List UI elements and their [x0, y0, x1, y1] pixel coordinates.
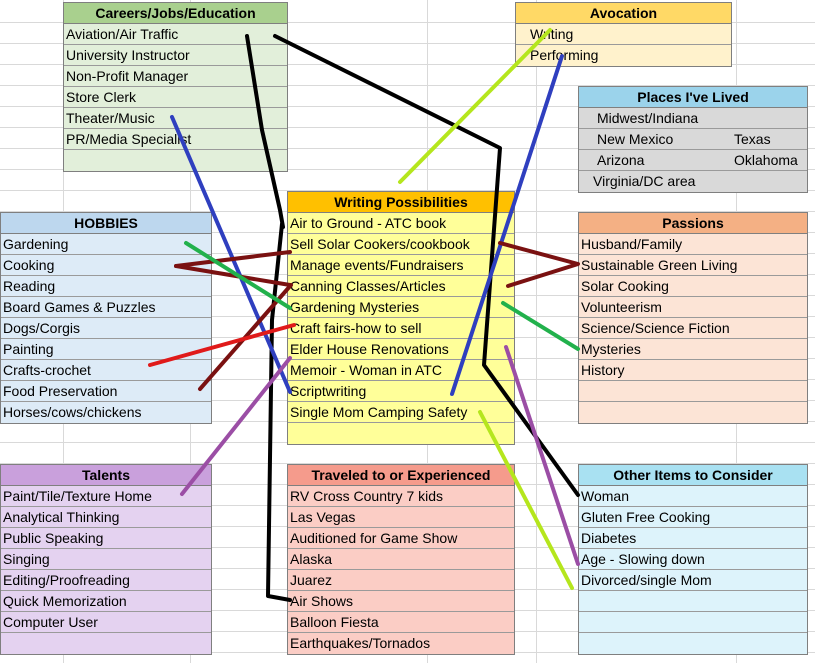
place-cell: New Mexico — [597, 131, 674, 147]
place-cell: Midwest/Indiana — [597, 110, 699, 126]
list-item[interactable]: Las Vegas — [288, 507, 514, 528]
list-item[interactable]: Gardening — [1, 234, 211, 255]
list-item[interactable]: Alaska — [288, 549, 514, 570]
list-item[interactable]: History — [579, 360, 807, 381]
list-item[interactable] — [579, 402, 807, 423]
list-item[interactable]: Mysteries — [579, 339, 807, 360]
list-item[interactable]: Writing — [516, 24, 731, 45]
list-item[interactable]: Gluten Free Cooking — [579, 507, 807, 528]
list-item[interactable]: Diabetes — [579, 528, 807, 549]
list-item[interactable]: Paint/Tile/Texture Home — [1, 486, 211, 507]
list-item[interactable]: Manage events/Fundraisers — [288, 255, 514, 276]
places-row[interactable]: New Mexico Texas — [579, 129, 807, 150]
list-item[interactable]: Balloon Fiesta — [288, 612, 514, 633]
list-item[interactable] — [579, 381, 807, 402]
hobbies-header[interactable]: HOBBIES — [1, 213, 211, 234]
list-item[interactable]: Earthquakes/Tornados — [290, 635, 431, 651]
list-item[interactable]: Craft fairs-how to sell — [288, 318, 514, 339]
careers-box: Careers/Jobs/Education Aviation/Air Traf… — [63, 2, 288, 172]
list-item[interactable]: Reading — [1, 276, 211, 297]
list-item[interactable]: Quick Memorization — [1, 591, 211, 612]
places-header[interactable]: Places I've Lived — [579, 87, 807, 108]
writing-possibilities-box: Writing Possibilities Air to Ground - AT… — [287, 191, 515, 445]
list-item[interactable]: Elder House Renovations — [288, 339, 514, 360]
list-item[interactable]: RV Cross Country 7 kids — [288, 486, 514, 507]
traveled-box: Traveled to or Experienced RV Cross Coun… — [287, 464, 515, 655]
list-item[interactable]: Auditioned for Game Show — [288, 528, 514, 549]
list-item[interactable] — [64, 150, 287, 171]
list-item[interactable]: Store Clerk — [64, 87, 287, 108]
list-item[interactable]: PR/Media Specialist — [64, 129, 287, 150]
list-item[interactable]: Scriptwriting — [288, 381, 514, 402]
list-item[interactable]: Single Mom Camping Safety — [288, 402, 514, 423]
list-item[interactable]: University Instructor — [64, 45, 287, 66]
list-item[interactable]: Editing/Proofreading — [1, 570, 211, 591]
list-item[interactable]: Juarez — [288, 570, 514, 591]
list-item[interactable]: Cooking — [1, 255, 211, 276]
places-row[interactable]: Virginia/DC area — [579, 171, 807, 192]
list-item[interactable]: Analytical Thinking — [1, 507, 211, 528]
list-item[interactable]: Canning Classes/Articles — [288, 276, 514, 297]
list-item[interactable] — [1, 633, 211, 654]
list-item[interactable]: Divorced/single Mom — [579, 570, 807, 591]
list-item[interactable]: Woman — [579, 486, 807, 507]
list-item[interactable]: Memoir - Woman in ATC — [288, 360, 514, 381]
list-item[interactable]: Computer User — [1, 612, 211, 633]
list-item[interactable] — [579, 633, 807, 654]
avocation-header[interactable]: Avocation — [516, 3, 731, 24]
list-item[interactable]: Science/Science Fiction — [579, 318, 807, 339]
list-item[interactable]: Board Games & Puzzles — [1, 297, 211, 318]
list-item[interactable] — [579, 612, 807, 633]
traveled-header[interactable]: Traveled to or Experienced — [288, 465, 514, 486]
other-header[interactable]: Other Items to Consider — [579, 465, 807, 486]
list-item[interactable]: Sell Solar Cookers/cookbook — [288, 234, 514, 255]
list-item[interactable]: Singing — [1, 549, 211, 570]
places-row[interactable]: Midwest/Indiana — [579, 108, 807, 129]
list-item[interactable]: Dogs/Corgis — [1, 318, 211, 339]
list-item[interactable]: Solar Cooking — [579, 276, 807, 297]
places-row[interactable]: Arizona Oklahoma — [579, 150, 807, 171]
list-item[interactable]: Air Shows — [288, 591, 514, 612]
list-item[interactable]: Aviation/Air Traffic — [64, 24, 287, 45]
place-cell: Oklahoma — [734, 152, 798, 168]
list-item[interactable]: Gardening Mysteries — [288, 297, 514, 318]
list-item[interactable]: Air to Ground - ATC book — [288, 213, 514, 234]
list-item[interactable]: Performing — [530, 47, 599, 63]
list-item[interactable]: Theater/Music — [64, 108, 287, 129]
careers-header[interactable]: Careers/Jobs/Education — [64, 3, 287, 24]
list-item[interactable]: Painting — [1, 339, 211, 360]
list-item[interactable]: Husband/Family — [579, 234, 807, 255]
list-item[interactable]: Sustainable Green Living — [579, 255, 807, 276]
place-cell: Virginia/DC area — [593, 173, 696, 189]
place-cell: Texas — [734, 131, 771, 147]
passions-header[interactable]: Passions — [579, 213, 807, 234]
list-item[interactable]: Volunteerism — [579, 297, 807, 318]
writing-header[interactable]: Writing Possibilities — [288, 192, 514, 213]
talents-header[interactable]: Talents — [1, 465, 211, 486]
list-item[interactable]: Age - Slowing down — [579, 549, 807, 570]
places-list: Midwest/Indiana New Mexico Texas Arizona O… — [579, 108, 807, 192]
places-box: Places I've Lived Midwest/Indiana New Me… — [578, 86, 808, 193]
list-item[interactable]: Public Speaking — [1, 528, 211, 549]
list-item[interactable]: Crafts-crochet — [1, 360, 211, 381]
list-item[interactable]: Food Preservation — [1, 381, 211, 402]
list-item[interactable]: Non-Profit Manager — [64, 66, 287, 87]
list-item[interactable] — [288, 423, 514, 444]
place-cell: Arizona — [597, 152, 645, 168]
list-item[interactable]: Horses/cows/chickens — [3, 404, 142, 420]
list-item[interactable] — [579, 591, 807, 612]
